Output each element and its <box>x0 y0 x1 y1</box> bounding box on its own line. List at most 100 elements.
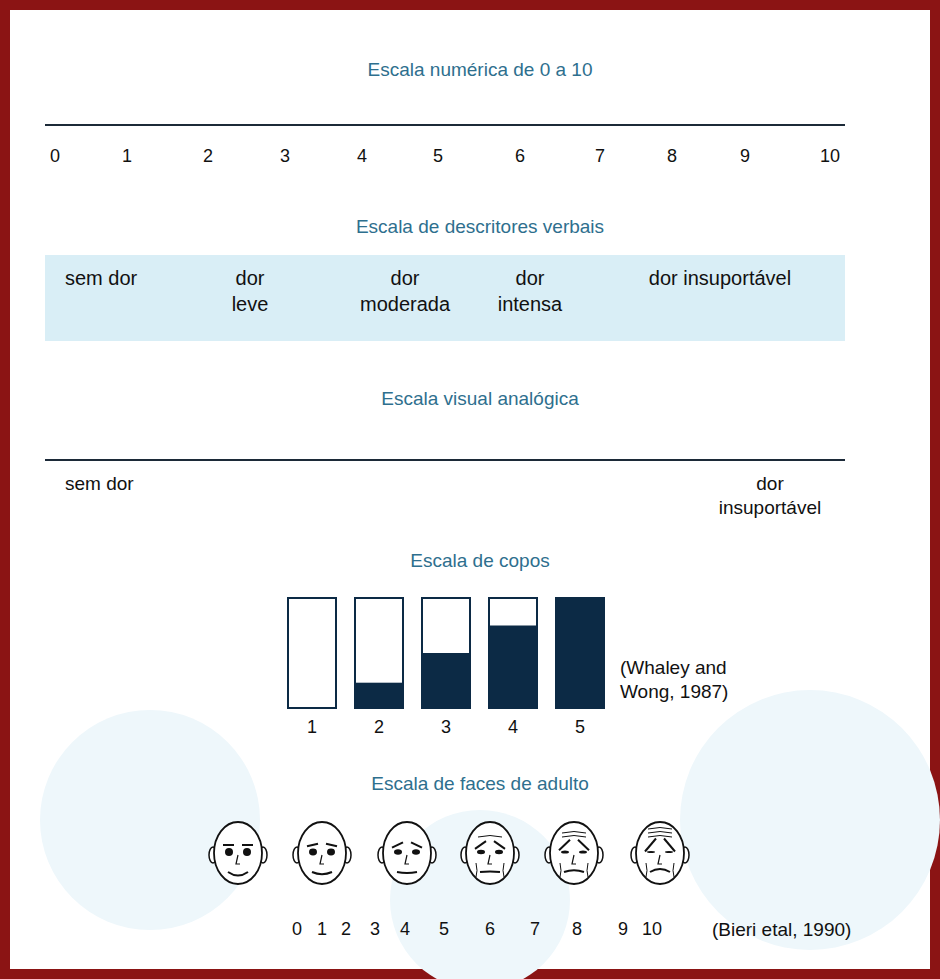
face-nose <box>405 855 409 864</box>
face-head <box>383 822 431 884</box>
scale-heading: Escala numérica de 0 a 10 <box>368 58 593 82</box>
face-wrinkle <box>562 832 586 834</box>
cup <box>422 598 470 708</box>
scale-number: 2 <box>203 145 213 168</box>
face-number: 10 <box>642 918 662 941</box>
scale-end-label: dor insuportável <box>719 472 821 520</box>
face-nose <box>572 855 576 864</box>
face-head <box>214 822 262 884</box>
descriptor-band: sem dordor levedor moderadador intensado… <box>45 255 845 341</box>
cup <box>355 598 403 708</box>
scale-end-label: sem dor <box>65 472 134 496</box>
face-eye <box>561 850 569 853</box>
face-brow <box>645 839 656 852</box>
scale-number: 3 <box>280 145 290 168</box>
face-mouth <box>650 869 670 872</box>
face-wrinkle <box>503 863 504 877</box>
scale-number: 0 <box>50 145 60 168</box>
face-brow <box>223 844 234 846</box>
face-eye <box>495 850 503 854</box>
cup-number: 4 <box>508 716 518 739</box>
cup <box>288 598 336 708</box>
face-wrinkle <box>648 832 672 834</box>
face-head <box>636 822 684 884</box>
verbal-descriptor: dor leve <box>232 265 269 317</box>
face-wrinkle <box>646 863 647 877</box>
face-brow <box>242 844 253 846</box>
face-brow <box>475 841 486 849</box>
scale-number: 1 <box>122 145 132 168</box>
face-eye <box>477 850 485 854</box>
face-number: 0 <box>292 918 302 941</box>
face-head <box>466 822 514 884</box>
cup-number: 5 <box>575 716 585 739</box>
face-eye <box>327 849 335 856</box>
face-nose <box>488 855 492 864</box>
cup-fill <box>422 653 470 708</box>
cup <box>489 598 537 708</box>
scale-heading: Escala de descritores verbais <box>356 215 604 239</box>
citation: (Whaley and Wong, 1987) <box>620 656 770 704</box>
scale-number: 7 <box>595 145 605 168</box>
face-brow <box>326 844 337 847</box>
face-head <box>550 822 598 884</box>
scale-heading: Escala de faces de adulto <box>371 772 589 796</box>
verbal-descriptor: dor intensa <box>498 265 563 317</box>
face-number: 2 <box>341 918 351 941</box>
face-mouth <box>312 872 332 874</box>
face-eye <box>225 848 233 856</box>
face-scale <box>209 822 689 884</box>
cup-number: 3 <box>441 716 451 739</box>
face-nose <box>320 855 324 864</box>
background-circles <box>40 690 940 979</box>
face-wrinkle <box>648 836 672 838</box>
face-number: 9 <box>618 918 628 941</box>
face-wrinkle <box>560 863 561 877</box>
face-eye <box>579 850 587 853</box>
face-wrinkle <box>562 836 586 838</box>
scale-number: 4 <box>357 145 367 168</box>
scale-number: 5 <box>433 145 443 168</box>
face-wrinkle <box>673 863 674 877</box>
cup <box>556 598 604 708</box>
face-number: 8 <box>572 918 582 941</box>
face-number: 1 <box>317 918 327 941</box>
cup-number: 1 <box>307 716 317 739</box>
face-mouth <box>397 871 417 874</box>
face-eye <box>647 851 655 853</box>
scale-number: 6 <box>515 145 525 168</box>
face-wrinkle <box>648 828 672 830</box>
scale-heading: Escala visual analógica <box>381 387 579 411</box>
face-number: 3 <box>370 918 380 941</box>
face-nose <box>658 855 662 864</box>
citation: (Bieri etal, 1990) <box>712 918 851 942</box>
face-wrinkle <box>478 836 502 838</box>
verbal-descriptor: dor insuportável <box>649 265 791 291</box>
scale-heading: Escala de copos <box>410 549 549 573</box>
face-number: 7 <box>530 918 540 941</box>
face-number: 4 <box>400 918 410 941</box>
cup-fill <box>355 683 403 708</box>
numeric-line <box>45 124 845 126</box>
face-brow <box>578 840 589 850</box>
face-brow <box>307 844 318 847</box>
face-brow <box>664 839 675 852</box>
scale-number: 9 <box>740 145 750 168</box>
face-head <box>298 822 346 884</box>
face-number: 6 <box>485 918 495 941</box>
face-mouth <box>564 870 584 872</box>
face-brow <box>411 842 422 847</box>
face-mouth <box>480 871 500 873</box>
face-eye <box>243 848 251 856</box>
face-brow <box>392 842 403 847</box>
face-eye <box>412 849 420 855</box>
scale-number: 10 <box>820 145 840 168</box>
face-number: 5 <box>439 918 449 941</box>
cup-fill <box>556 598 604 708</box>
face-eye <box>309 849 317 856</box>
face-eye <box>665 851 673 853</box>
verbal-descriptor: sem dor <box>65 265 137 291</box>
cup-scale <box>288 598 604 708</box>
face-brow <box>494 841 505 849</box>
